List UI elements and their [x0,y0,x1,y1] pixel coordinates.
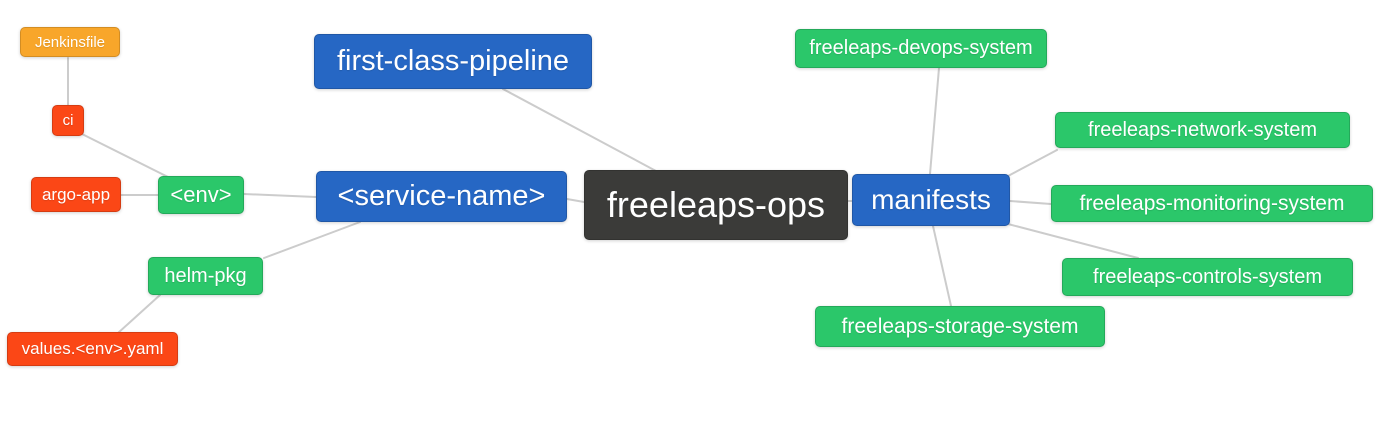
node-label-jenkinsfile: Jenkinsfile [34,33,106,51]
edge-ci-to-env [81,133,169,178]
mindmap-node-manifests[interactable]: manifests [852,174,1010,226]
mindmap-node-freeleaps-devops-system[interactable]: freeleaps-devops-system [795,29,1047,68]
mindmap-node-freeleaps-network-system[interactable]: freeleaps-network-system [1055,112,1350,148]
edge-manifests-to-freeleaps-controls-system [1007,223,1139,259]
mindmap-node-freeleaps-controls-system[interactable]: freeleaps-controls-system [1062,258,1353,296]
node-label-freeleaps-monitoring-system: freeleaps-monitoring-system [1079,191,1345,215]
mindmap-node-values-env-yaml[interactable]: values.<env>.yaml [7,332,178,366]
mindmap-node-first-class-pipeline[interactable]: first-class-pipeline [314,34,592,89]
node-label-env: <env> [170,182,232,207]
edge-service-name-to-freeleaps-ops [566,198,585,203]
edge-helm-pkg-to-values-env-yaml [117,294,161,334]
edge-env-to-service-name [243,193,317,198]
mindmap-node-ci[interactable]: ci [52,105,84,136]
node-label-freeleaps-devops-system: freeleaps-devops-system [809,37,1033,59]
node-label-freeleaps-ops: freeleaps-ops [606,184,826,225]
mindmap-node-freeleaps-ops[interactable]: freeleaps-ops [584,170,848,240]
edge-manifests-to-freeleaps-devops-system [929,67,940,175]
node-label-argo-app: argo-app [41,184,111,204]
node-label-helm-pkg: helm-pkg [164,264,247,287]
mindmap-node-freeleaps-monitoring-system[interactable]: freeleaps-monitoring-system [1051,185,1373,222]
node-label-freeleaps-network-system: freeleaps-network-system [1088,118,1317,141]
node-label-first-class-pipeline: first-class-pipeline [336,45,570,77]
edge-manifests-to-freeleaps-network-system [1007,149,1058,177]
mindmap-node-argo-app[interactable]: argo-app [31,177,121,212]
mindmap-node-service-name[interactable]: <service-name> [316,171,567,222]
node-label-freeleaps-controls-system: freeleaps-controls-system [1093,265,1322,288]
mindmap-node-jenkinsfile[interactable]: Jenkinsfile [20,27,120,57]
node-label-freeleaps-storage-system: freeleaps-storage-system [841,314,1079,338]
edge-service-name-to-helm-pkg [263,221,361,259]
node-label-service-name: <service-name> [337,180,546,212]
edge-manifests-to-freeleaps-monitoring-system [1009,200,1052,205]
mindmap-node-helm-pkg[interactable]: helm-pkg [148,257,263,295]
node-label-manifests: manifests [871,184,991,215]
edge-manifests-to-freeleaps-storage-system [932,225,952,307]
node-label-values-env-yaml: values.<env>.yaml [21,339,164,358]
edge-first-class-pipeline-to-freeleaps-ops [502,88,657,172]
mindmap-node-env[interactable]: <env> [158,176,244,214]
node-label-ci: ci [62,112,74,129]
mindmap-node-freeleaps-storage-system[interactable]: freeleaps-storage-system [815,306,1105,347]
